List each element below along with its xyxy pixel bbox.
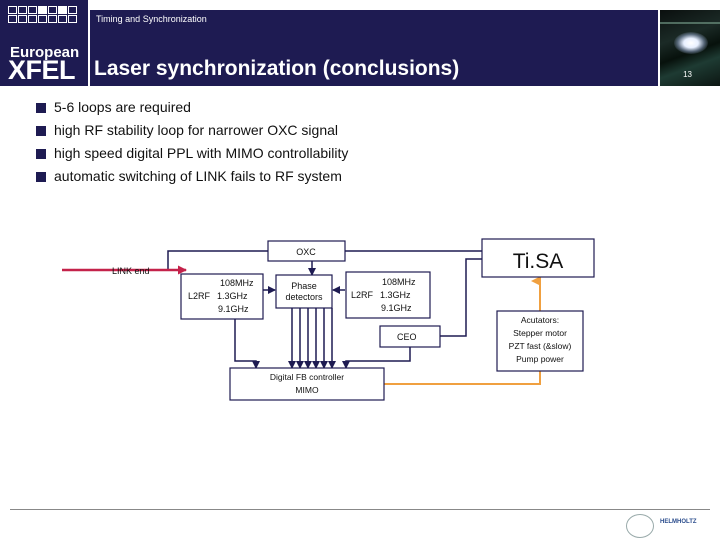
- bullet-square-icon: [36, 149, 46, 159]
- bullet-square-icon: [36, 103, 46, 113]
- actuators-box: [496, 310, 584, 372]
- left-rf-box: [180, 273, 264, 320]
- bullet-list: 5-6 loops are required high RF stability…: [36, 96, 348, 188]
- left-box-freq-1: 108MHz: [220, 278, 254, 288]
- slide-subtitle: Timing and Synchronization: [96, 14, 207, 24]
- tisa-to-ceo-line: [440, 258, 482, 337]
- right-box-freq-2: 1.3GHz: [380, 290, 411, 300]
- bullet-text: high RF stability loop for narrower OXC …: [54, 122, 339, 138]
- tisa-label: Ti.SA: [513, 250, 564, 273]
- bullet-item: high RF stability loop for narrower OXC …: [36, 119, 348, 142]
- phase-label-2: detectors: [285, 292, 323, 302]
- actuators-label-1: Acutators:: [521, 315, 559, 325]
- right-rf-box: [345, 271, 431, 319]
- bullet-text: 5-6 loops are required: [54, 99, 191, 115]
- oxc-box: [267, 240, 346, 262]
- right-box-freq-1: 108MHz: [382, 277, 416, 287]
- ceo-label: CEO: [397, 332, 417, 342]
- link-end-label: LINK end: [112, 266, 150, 276]
- bullet-square-icon: [36, 172, 46, 182]
- right-box-prefix: L2RF: [351, 290, 374, 300]
- phase-detectors-box: [275, 274, 333, 309]
- logo-text-european: European: [10, 44, 80, 61]
- right-box-freq-3: 9.1GHz: [381, 303, 412, 313]
- bullet-item: high speed digital PPL with MIMO control…: [36, 142, 348, 165]
- title-bar: Timing and Synchronization Laser synchro…: [90, 10, 658, 86]
- partner-logo-icon: [626, 514, 654, 538]
- bullet-item: automatic switching of LINK fails to RF …: [36, 165, 348, 188]
- oxc-label: OXC: [296, 247, 316, 257]
- footer-divider: [10, 509, 710, 510]
- bullet-square-icon: [36, 126, 46, 136]
- left-box-prefix: L2RF: [188, 291, 211, 301]
- phase-label-1: Phase: [291, 281, 317, 291]
- ceo-box: [379, 325, 441, 348]
- bullet-item: 5-6 loops are required: [36, 96, 348, 119]
- bullet-text: automatic switching of LINK fails to RF …: [54, 168, 342, 184]
- actuators-label-2: Stepper motor: [513, 328, 567, 338]
- header: European XFEL Timing and Synchronization…: [0, 0, 720, 86]
- fb-controller-box: [229, 367, 385, 401]
- left-box-freq-3: 9.1GHz: [218, 304, 249, 314]
- actuators-label-4: Pump power: [516, 354, 564, 364]
- slide-title: Laser synchronization (conclusions): [94, 57, 460, 80]
- feedback-path: [384, 371, 541, 385]
- logo-text-xfel: XFEL: [8, 55, 76, 85]
- tisa-box: [481, 238, 595, 278]
- actuators-label-3: PZT fast (&slow): [509, 341, 572, 351]
- left-box-freq-2: 1.3GHz: [217, 291, 248, 301]
- xfel-logo: European XFEL: [0, 0, 88, 86]
- laser-photo: [660, 10, 720, 86]
- helmholtz-logo: HELMHOLTZ: [660, 519, 697, 525]
- sync-loop-diagram: OXC Ti.SA LINK end 108MHz L2RF 1.3GHz 9.…: [62, 238, 595, 401]
- link-to-oxc-line: [167, 250, 268, 270]
- ceo-to-fb-line: [342, 347, 411, 369]
- page-number: 13: [683, 70, 692, 79]
- bullet-text: high speed digital PPL with MIMO control…: [54, 145, 349, 161]
- left-box-to-fb-line: [234, 319, 260, 369]
- fb-label-2: MIMO: [295, 385, 319, 395]
- fb-label-1: Digital FB controller: [270, 372, 344, 382]
